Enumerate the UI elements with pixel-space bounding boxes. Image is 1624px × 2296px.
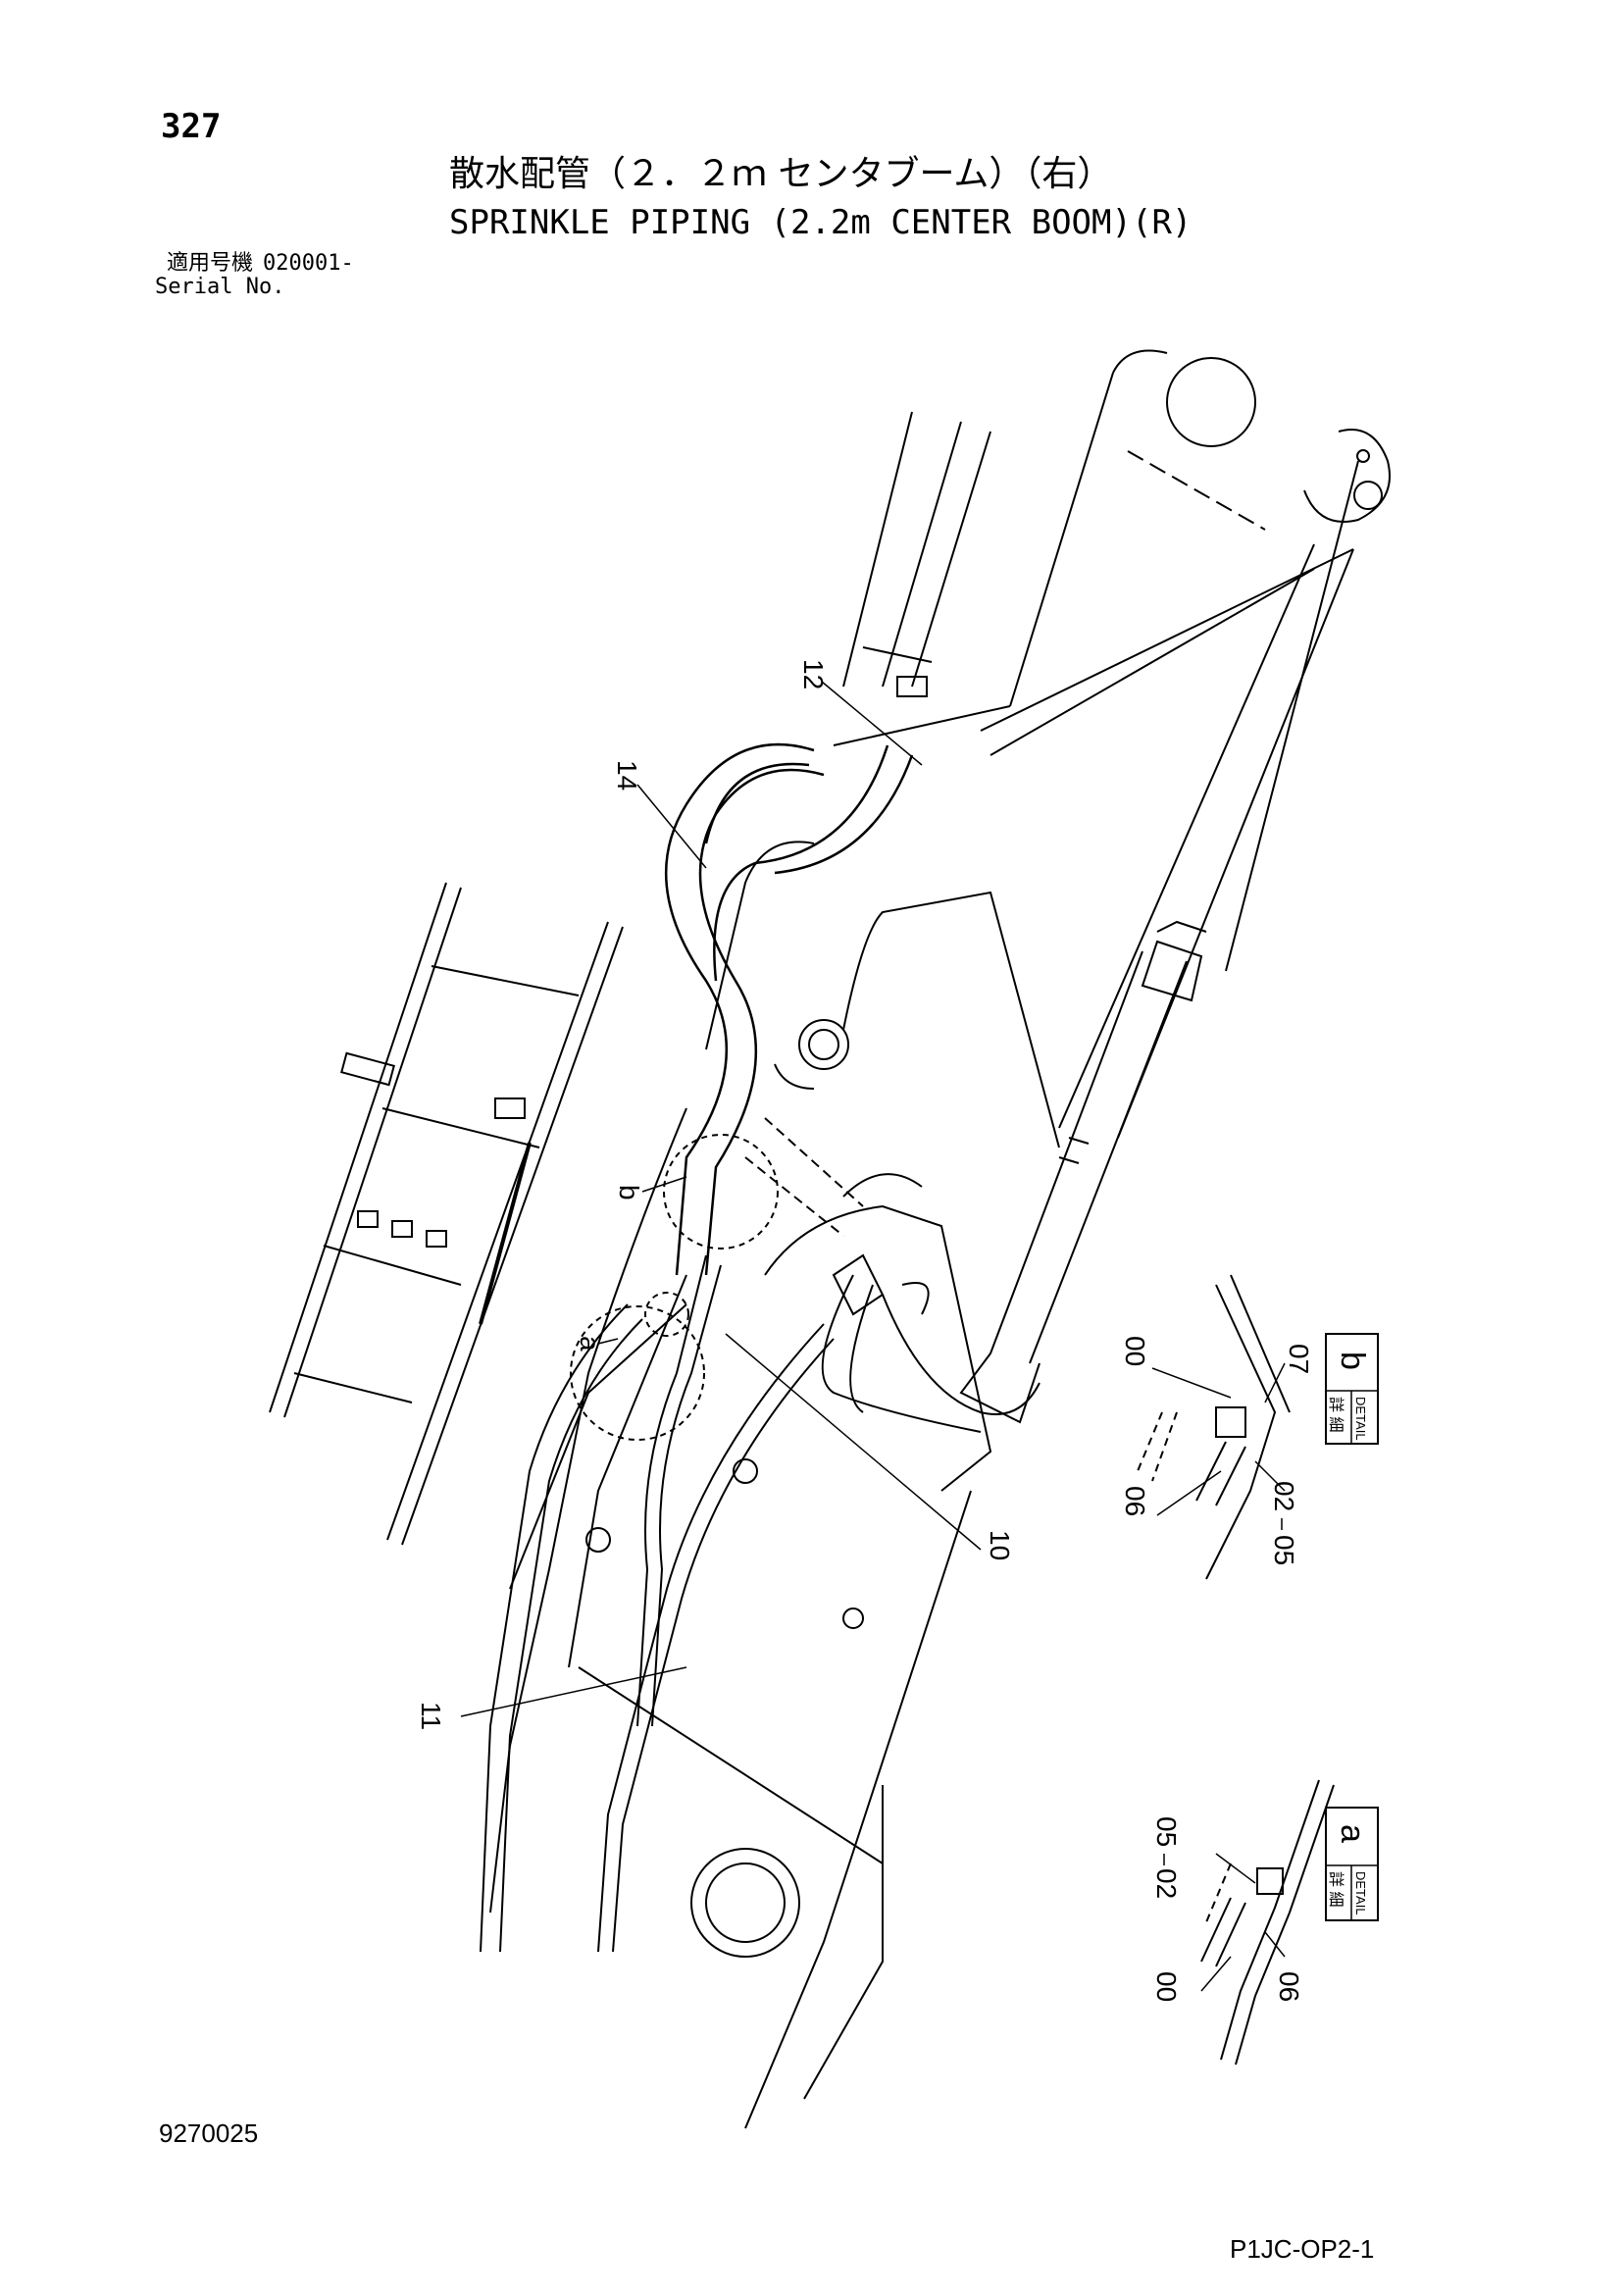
detail-mark-a: a	[575, 1336, 605, 1352]
title-english: SPRINKLE PIPING (2.2m CENTER BOOM)(R)	[449, 203, 1193, 242]
applicable-model-label: 適用号機	[167, 251, 254, 276]
detail-b-part: 07	[1284, 1344, 1314, 1374]
detail-b-label-jp: 詳 細	[1327, 1397, 1345, 1432]
serial-number-from: 020001-	[263, 251, 354, 276]
illustration-number: 9270025	[159, 2118, 259, 2148]
detail-b-part: 06	[1120, 1486, 1150, 1516]
arm-cylinder	[833, 411, 1011, 746]
detail-a-part: 00	[1151, 1971, 1182, 2002]
detail-b-part: 00	[1120, 1336, 1150, 1366]
detail-mark-b: b	[614, 1185, 644, 1200]
detail-circles	[570, 1134, 779, 1441]
detail-a-letter: a	[1334, 1824, 1371, 1843]
detail-b-letter: b	[1334, 1352, 1371, 1370]
boom-structure	[489, 349, 1391, 2129]
piping-14	[664, 742, 914, 1276]
hoses-lower	[480, 1253, 1040, 1953]
callout-10: 10	[985, 1530, 1015, 1560]
callout-12: 12	[798, 659, 829, 689]
boom-cylinder	[959, 920, 1207, 1424]
detail-a-part: 06	[1274, 1971, 1304, 2002]
page-number: 327	[161, 107, 222, 146]
detail-b-label-en: DETAIL	[1353, 1397, 1368, 1441]
detail-a-part: 05	[1151, 1816, 1182, 1847]
serial-number-label: Serial No.	[155, 275, 285, 299]
callout-14: 14	[612, 760, 642, 791]
page-code: P1JC-OP2-1	[1230, 2234, 1375, 2264]
detail-a-part: 02	[1151, 1868, 1182, 1899]
detail-b-part: 05	[1269, 1535, 1299, 1565]
detail-b-part: 02	[1269, 1481, 1299, 1511]
detail-b-inset: b 詳 細 DETAIL 00 07 06 02 05	[1120, 1274, 1379, 1580]
detail-a-inset: a 詳 細 DETAIL 05 02 00 06	[1151, 1779, 1379, 2066]
callout-11: 11	[416, 1702, 446, 1730]
detail-a-label-jp: 詳 細	[1327, 1871, 1345, 1907]
title-japanese: 散水配管（２．２ｍ センタブーム）（右）	[449, 154, 1113, 194]
detail-a-label-en: DETAIL	[1353, 1871, 1368, 1915]
side-panel	[269, 882, 624, 1546]
leader-lines	[460, 681, 982, 1717]
